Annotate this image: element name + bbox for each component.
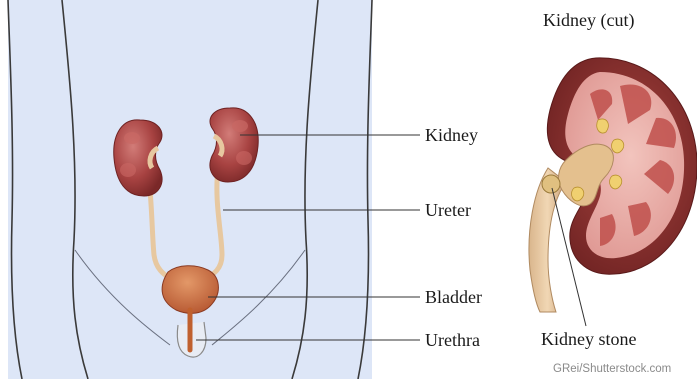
- label-ureter: Ureter: [425, 201, 471, 219]
- label-bladder: Bladder: [425, 288, 482, 306]
- bladder: [162, 266, 218, 314]
- kidney-stone-icon: [542, 175, 560, 193]
- kidney-cut-section: [529, 58, 697, 326]
- label-urethra: Urethra: [425, 331, 480, 349]
- label-kidney-cut: Kidney (cut): [543, 11, 634, 29]
- label-kidney-stone: Kidney stone: [541, 330, 636, 348]
- label-kidney: Kidney: [425, 126, 478, 144]
- image-credit: GRei/Shutterstock.com: [553, 364, 671, 376]
